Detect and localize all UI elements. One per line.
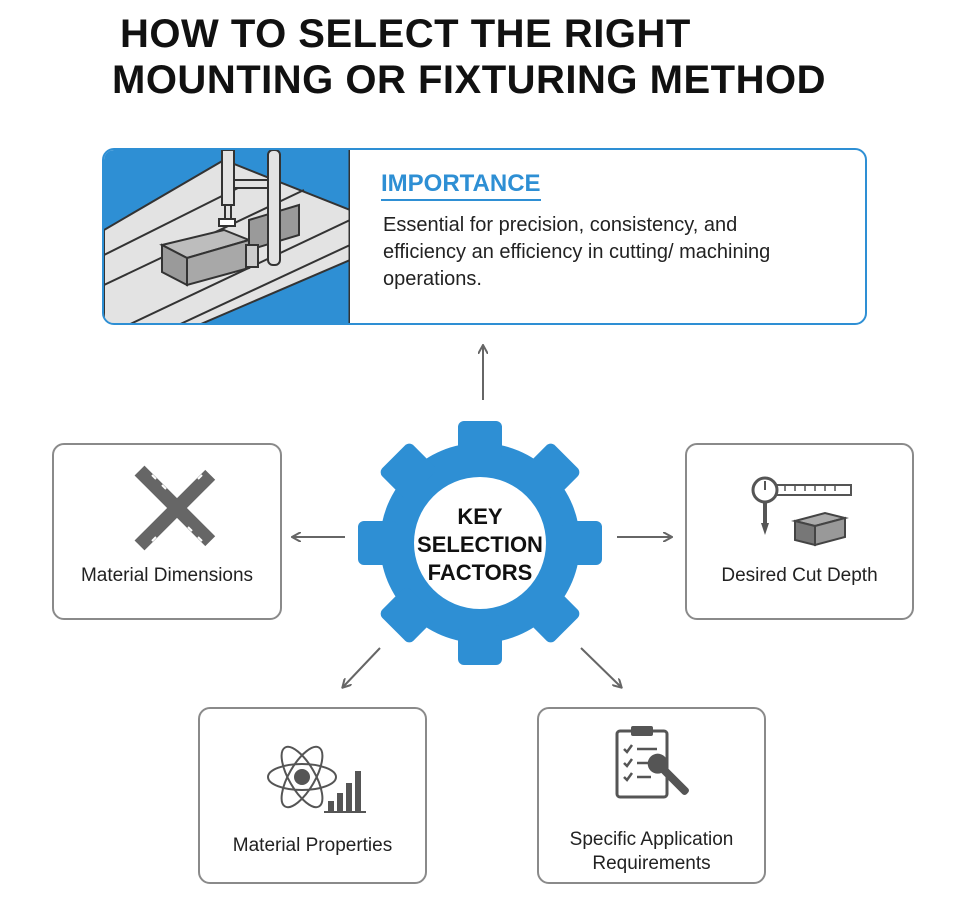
clipboard-wrench-icon bbox=[615, 726, 689, 799]
center-line-3: FACTORS bbox=[427, 560, 533, 585]
key-selection-factors-label: KEY SELECTION FACTORS bbox=[400, 503, 560, 587]
factor-material-dimensions: Material Dimensions bbox=[52, 443, 282, 620]
material-dimensions-label: Material Dimensions bbox=[80, 565, 254, 586]
title-line-1: HOW TO SELECT THE RIGHT bbox=[120, 12, 691, 56]
arrow-to-application-requirements bbox=[580, 647, 621, 687]
center-line-1: KEY bbox=[457, 504, 503, 529]
depth-gauge-icon bbox=[751, 476, 852, 547]
atom-chart-icon bbox=[267, 745, 366, 813]
material-properties-label: Material Properties bbox=[232, 835, 393, 856]
application-requirements-line-1: Specific Application bbox=[569, 829, 734, 850]
factor-desired-cut-depth: Desired Cut Depth bbox=[685, 443, 914, 620]
desired-cut-depth-label: Desired Cut Depth bbox=[721, 565, 878, 586]
ruler-icon bbox=[134, 465, 216, 551]
importance-description: Essential for precision, consistency, an… bbox=[383, 214, 771, 290]
title-line-2: MOUNTING OR FIXTURING METHOD bbox=[112, 58, 826, 102]
gear-icon bbox=[358, 421, 602, 665]
factor-material-properties: Material Properties bbox=[198, 707, 427, 884]
importance-card: IMPORTANCE Essential for precision, cons… bbox=[102, 148, 867, 325]
center-line-2: SELECTION bbox=[417, 532, 543, 557]
application-requirements-line-2: Requirements bbox=[592, 853, 711, 874]
application-requirements-label: Specific Application Requirements bbox=[539, 828, 764, 876]
machining-fixture-illustration bbox=[104, 150, 350, 323]
factor-specific-application-requirements: Specific Application Requirements bbox=[537, 707, 766, 884]
arrow-to-material-properties bbox=[343, 647, 381, 687]
importance-heading: IMPORTANCE bbox=[381, 170, 541, 201]
